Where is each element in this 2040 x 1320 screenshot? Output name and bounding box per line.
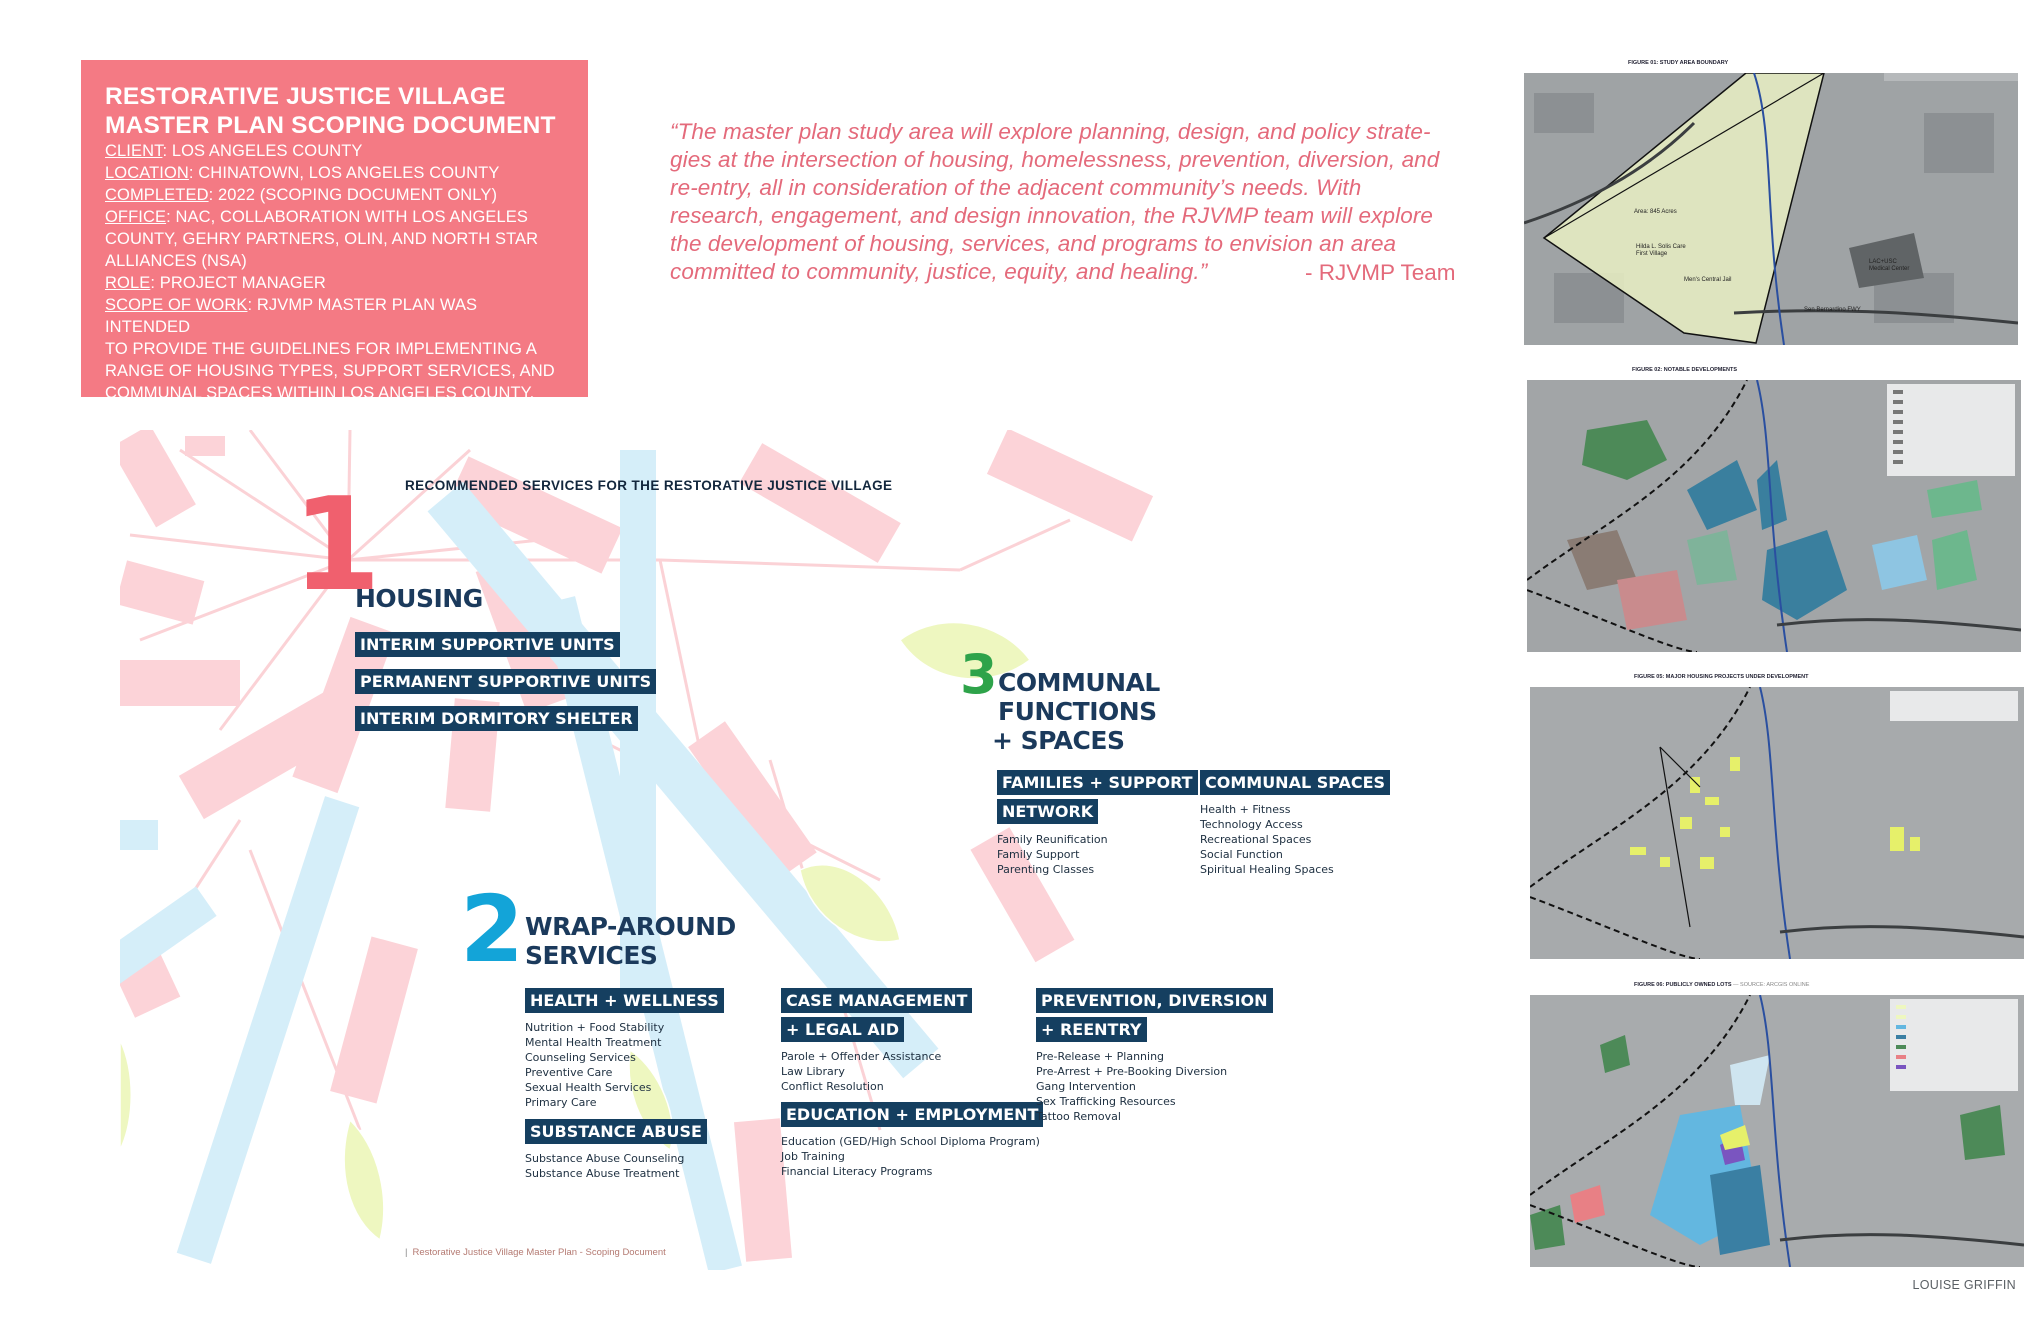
scope-row-cont: COMMUNAL SPACES WITHIN LOS ANGELES COUNT… [105, 384, 535, 402]
education-employment-items: Education (GED/High School Diploma Progr… [781, 1135, 1040, 1178]
prevention-diversion-group: PREVENTION, DIVERSION + REENTRY Pre-Rele… [1036, 988, 1273, 1124]
quote-line: re-entry, all in consideration of the ad… [670, 175, 1362, 200]
quote-line: “The master plan study area will explore… [670, 119, 1431, 144]
map1-care-label: Hilda L. Solis Care [1636, 244, 1686, 250]
quote-line: committed to community, justice, equity,… [670, 259, 1208, 284]
legal-aid-label: + LEGAL AID [781, 1017, 904, 1042]
quote-line: research, engagement, and design innovat… [670, 203, 1434, 228]
communal-title: COMMUNAL FUNCTIONS + SPACES [992, 668, 1160, 755]
notable-developments-map [1527, 380, 2021, 652]
reentry-label: + REENTRY [1036, 1017, 1147, 1042]
blue-bars [120, 450, 939, 1270]
study-area-map: Area: 845 Acres Hilda L. Solis Care Firs… [1524, 73, 2018, 345]
map3-caption: FIGURE 05: MAJOR HOUSING PROJECTS UNDER … [1634, 674, 1809, 680]
project-info-card: RESTORATIVE JUSTICE VILLAGE MASTER PLAN … [81, 60, 588, 402]
communal-spaces-items: Health + Fitness Technology Access Recre… [1200, 803, 1334, 876]
communal-number: 3 [960, 643, 998, 706]
substance-abuse-items: Substance Abuse Counseling Substance Abu… [525, 1152, 685, 1180]
quote-line: gies at the intersection of housing, hom… [670, 147, 1440, 172]
scope-row-cont: TO PROVIDE THE GUIDELINES FOR IMPLEMENTI… [105, 340, 537, 358]
map1-freeway-label: Sen Bernardino FWY [1804, 307, 1861, 313]
prevention-diversion-label: PREVENTION, DIVERSION [1036, 988, 1273, 1013]
author-credit: LOUISE GRIFFIN [1912, 1278, 2016, 1292]
completed-row: COMPLETED: 2022 (SCOPING DOCUMENT ONLY) [105, 186, 498, 204]
map1-village-label: First Village [1636, 251, 1668, 257]
education-employment-label: EDUCATION + EMPLOYMENT [781, 1102, 1044, 1127]
case-management-items: Parole + Offender Assistance Law Library… [781, 1050, 942, 1093]
map1-caption: FIGURE 01: STUDY AREA BOUNDARY [1628, 60, 1729, 66]
map1-medical-label: Medical Center [1869, 266, 1909, 272]
scope-row-cont: RANGE OF HOUSING TYPES, SUPPORT SERVICES… [105, 362, 555, 380]
wrap-around-number: 2 [460, 876, 525, 983]
map4-caption: FIGURE 06: PUBLICLY OWNED LOTS — SOURCE:… [1634, 982, 1810, 988]
notable-developments-map-graphic [1527, 380, 2021, 652]
substance-abuse-label: SUBSTANCE ABUSE [525, 1119, 707, 1144]
housing-labels: INTERIM SUPPORTIVE UNITS PERMANENT SUPPO… [355, 632, 657, 731]
study-area-map-graphic: Area: 845 Acres Hilda L. Solis Care Firs… [1524, 73, 2018, 345]
scope-row: SCOPE OF WORK: RJVMP MASTER PLAN WAS INT… [105, 296, 478, 336]
housing-number: 1 [292, 471, 382, 620]
housing-projects-map-graphic [1530, 687, 2024, 959]
prevention-diversion-items: Pre-Release + Planning Pre-Arrest + Pre-… [1036, 1050, 1228, 1123]
quote-line: the development of housing, services, an… [670, 231, 1397, 256]
project-title-line2: MASTER PLAN SCOPING DOCUMENT [105, 112, 556, 139]
housing-title: HOUSING [355, 584, 483, 613]
housing-projects-map [1530, 687, 2024, 959]
communal-spaces-group: COMMUNAL SPACES Health + Fitness Technol… [1200, 770, 1391, 877]
health-wellness-group: HEALTH + WELLNESS Nutrition + Food Stabi… [525, 988, 724, 1181]
diagram-background-art [120, 430, 1154, 1270]
location-row: LOCATION: CHINATOWN, LOS ANGELES COUNTY [105, 164, 500, 182]
role-row: ROLE: PROJECT MANAGER [105, 274, 326, 292]
permanent-supportive-units-label: PERMANENT SUPPORTIVE UNITS [355, 669, 657, 694]
team-quote: “The master plan study area will explore… [670, 118, 1460, 286]
office-row-cont: ALLIANCES (NSA) [105, 252, 247, 270]
map1-jail-label: Men's Central Jail [1684, 277, 1732, 283]
diagram-title: RECOMMENDED SERVICES FOR THE RESTORATIVE… [405, 478, 893, 493]
interim-dormitory-shelter-label: INTERIM DORMITORY SHELTER [355, 706, 638, 731]
health-wellness-items: Nutrition + Food Stability Mental Health… [525, 1021, 665, 1109]
publicly-owned-lots-map [1530, 995, 2024, 1267]
case-management-group: CASE MANAGEMENT + LEGAL AID Parole + Off… [781, 988, 1044, 1179]
families-support-group: FAMILIES + SUPPORT NETWORK Family Reunif… [997, 770, 1198, 877]
case-management-label: CASE MANAGEMENT [781, 988, 973, 1013]
client-row: CLIENT: LOS ANGELES COUNTY [105, 142, 363, 160]
health-wellness-label: HEALTH + WELLNESS [525, 988, 724, 1013]
wrap-around-title: WRAP-AROUND SERVICES [525, 912, 736, 970]
quote-attribution: - RJVMP Team [1305, 260, 1456, 285]
map1-lac-label: LAC+USC [1869, 259, 1898, 265]
interim-supportive-units-label: INTERIM SUPPORTIVE UNITS [355, 632, 620, 657]
network-label: NETWORK [997, 799, 1099, 824]
map2-caption: FIGURE 02: NOTABLE DEVELOPMENTS [1632, 367, 1738, 373]
project-title-line1: RESTORATIVE JUSTICE VILLAGE [105, 83, 506, 110]
communal-spaces-label: COMMUNAL SPACES [1200, 770, 1391, 795]
leaf-shapes [120, 621, 1032, 1242]
document-footer: |Restorative Justice Village Master Plan… [405, 1247, 666, 1258]
families-support-items: Family Reunification Family Support Pare… [997, 833, 1108, 876]
office-row-cont: COUNTY, GEHRY PARTNERS, OLIN, AND NORTH … [105, 230, 539, 248]
office-row: OFFICE: NAC, COLLABORATION WITH LOS ANGE… [105, 208, 528, 226]
map1-area-label: Area: 845 Acres [1634, 209, 1677, 215]
families-support-label: FAMILIES + SUPPORT [997, 770, 1198, 795]
publicly-owned-lots-map-graphic [1530, 995, 2024, 1267]
